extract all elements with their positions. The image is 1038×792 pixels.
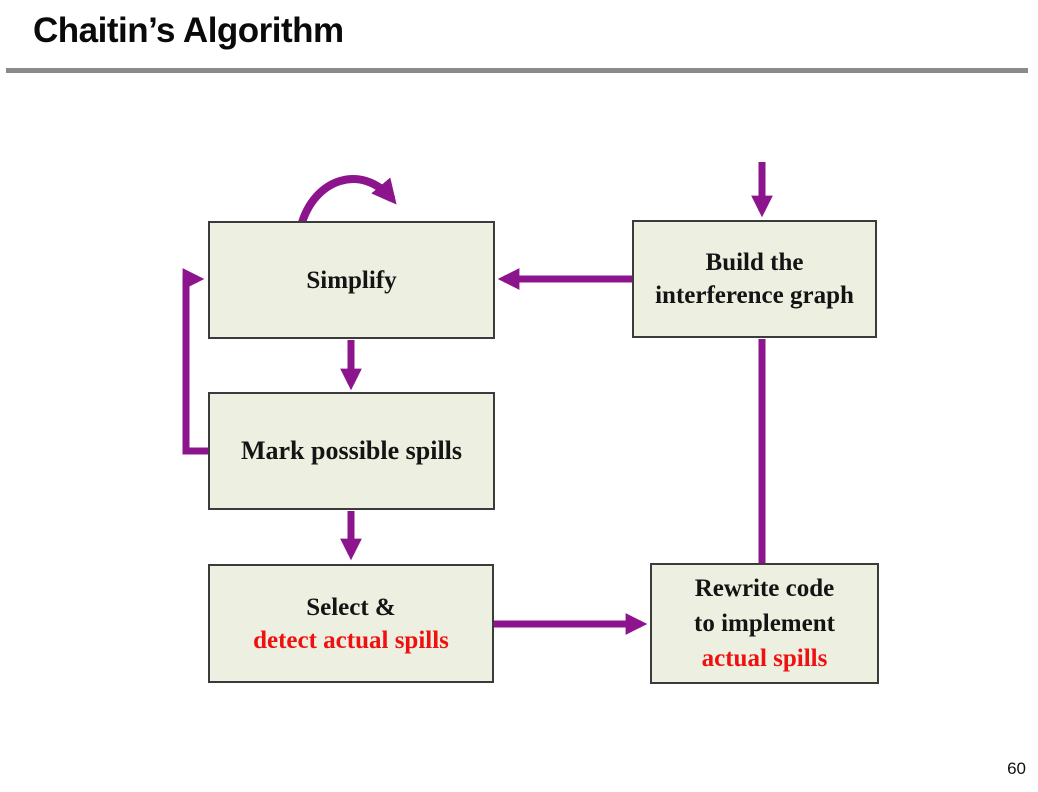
node-select-detect-actual-spills: Select & detect actual spills: [208, 564, 494, 683]
node-select-line2-red: detect actual spills: [253, 626, 449, 654]
node-build-interference-graph: Build the interference graph: [632, 220, 877, 338]
node-rewrite-line1: Rewrite code: [694, 575, 835, 602]
title-underline: [6, 68, 1028, 73]
page-title: Chaitin’s Algorithm: [33, 11, 344, 50]
node-rewrite-code: Rewrite code to implement actual spills: [650, 563, 879, 684]
mark-to-simplify-feedback-arrow: [182, 268, 209, 455]
node-mark-possible-spills: Mark possible spills: [208, 392, 495, 510]
node-build-line2: interference graph: [655, 282, 854, 309]
node-simplify-label: Simplify: [306, 266, 397, 294]
node-build-line1: Build the: [705, 249, 804, 276]
node-simplify: Simplify: [208, 221, 495, 339]
node-rewrite-line3-red: actual spills: [701, 645, 828, 672]
node-mark-label: Mark possible spills: [240, 435, 463, 465]
page-number: 60: [1007, 759, 1026, 778]
node-select-line1: Select &: [306, 593, 396, 621]
node-rewrite-line2: to implement: [694, 610, 835, 637]
simplify-self-loop-arrow: [297, 175, 397, 228]
